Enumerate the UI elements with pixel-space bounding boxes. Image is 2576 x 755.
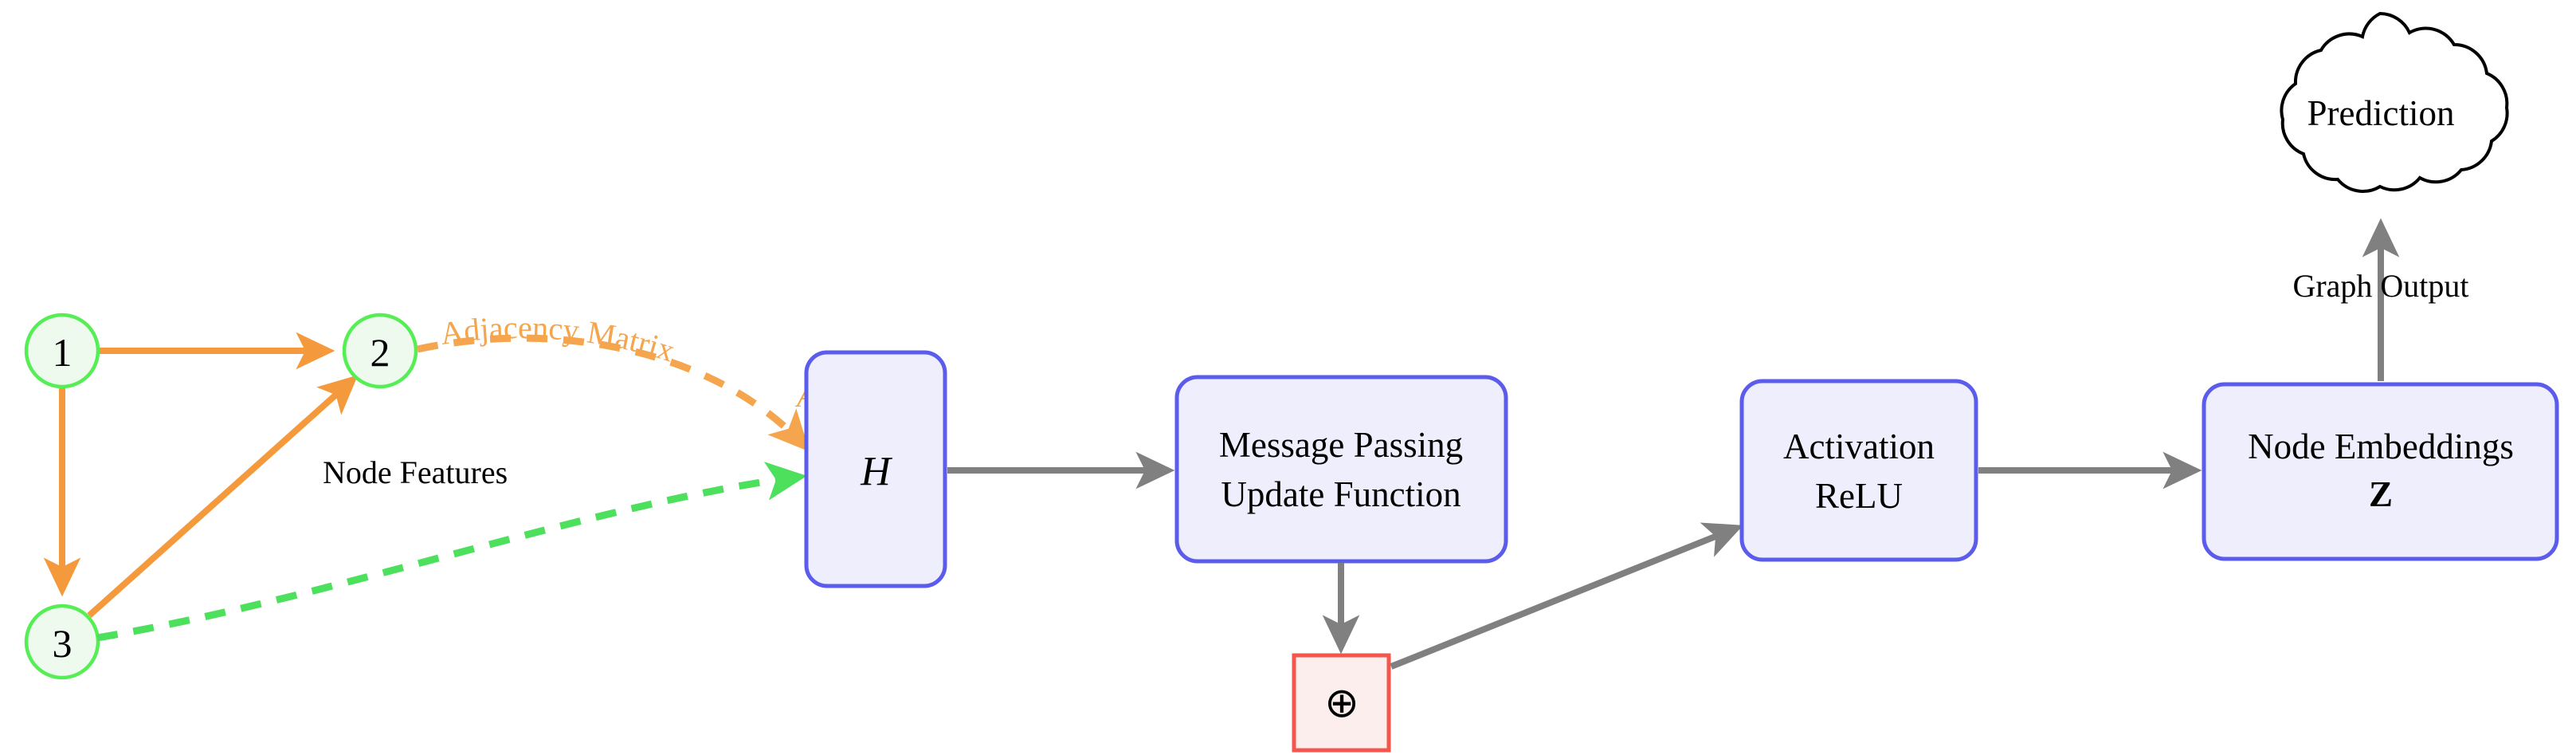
graph-nodes: 1 2 3 (24, 313, 418, 680)
edge-3-to-2 (87, 375, 359, 618)
node-1-circle[interactable] (24, 313, 100, 389)
activation-box[interactable]: Activation ReLU (1739, 379, 1978, 562)
prediction-cloud-label: Prediction (2307, 93, 2455, 133)
activation-line2: ReLU (1815, 476, 1903, 516)
node-embeddings-box-rect[interactable] (2202, 382, 2559, 561)
node-embeddings-line2: Z (2369, 474, 2393, 514)
message-passing-box[interactable]: Message Passing Update Function (1174, 375, 1508, 564)
node-3-label: 3 (53, 621, 73, 666)
node-features-label-text: Node Features (323, 454, 508, 490)
adjacency-matrix-label: Adjacency Matrix (438, 309, 679, 368)
node-features-arrow (96, 462, 807, 642)
prediction-cloud-shape[interactable] (2280, 11, 2509, 193)
graph-output-label: Graph Output (2292, 268, 2468, 304)
message-passing-box-rect[interactable] (1174, 375, 1508, 564)
graph-edges (43, 332, 359, 618)
activation-line1: Activation (1783, 427, 1935, 466)
node-embeddings-box[interactable]: Node Embeddings Z (2202, 382, 2559, 561)
graph-node-1[interactable]: 1 (24, 313, 100, 389)
arrow-aggregate-to-activation (1390, 522, 1743, 670)
graph-node-3[interactable]: 3 (24, 604, 100, 680)
prediction-cloud[interactable]: Prediction (2280, 11, 2509, 193)
h-state-box[interactable]: H (804, 350, 947, 588)
h-state-box-label: H (860, 450, 892, 495)
graph-output-label-text: Graph Output (2292, 268, 2468, 304)
node-2-label: 2 (371, 330, 390, 375)
aggregate-box[interactable]: ⊕ (1292, 653, 1391, 753)
activation-box-rect[interactable] (1739, 379, 1978, 562)
input-flow-arrows (96, 334, 810, 642)
circle-plus-icon: ⊕ (1324, 679, 1359, 727)
aggregate-box-rect[interactable] (1292, 653, 1391, 753)
node-3-circle[interactable] (24, 604, 100, 680)
adjacency-matrix-label-text: Adjacency Matrix (438, 309, 679, 368)
node-2-circle[interactable] (342, 313, 418, 389)
adjacency-matrix-arrow (417, 334, 810, 452)
node-1-label: 1 (53, 330, 73, 375)
adjacency-matrix-label-group: Adjacency Matrix A (438, 309, 817, 414)
h-state-box-rect[interactable] (804, 350, 947, 588)
message-passing-line2: Update Function (1221, 474, 1461, 514)
message-passing-line1: Message Passing (1219, 425, 1463, 465)
node-features-label: Node Features (323, 454, 508, 490)
node-embeddings-line1: Node Embeddings (2248, 427, 2514, 466)
graph-node-2[interactable]: 2 (342, 313, 418, 389)
